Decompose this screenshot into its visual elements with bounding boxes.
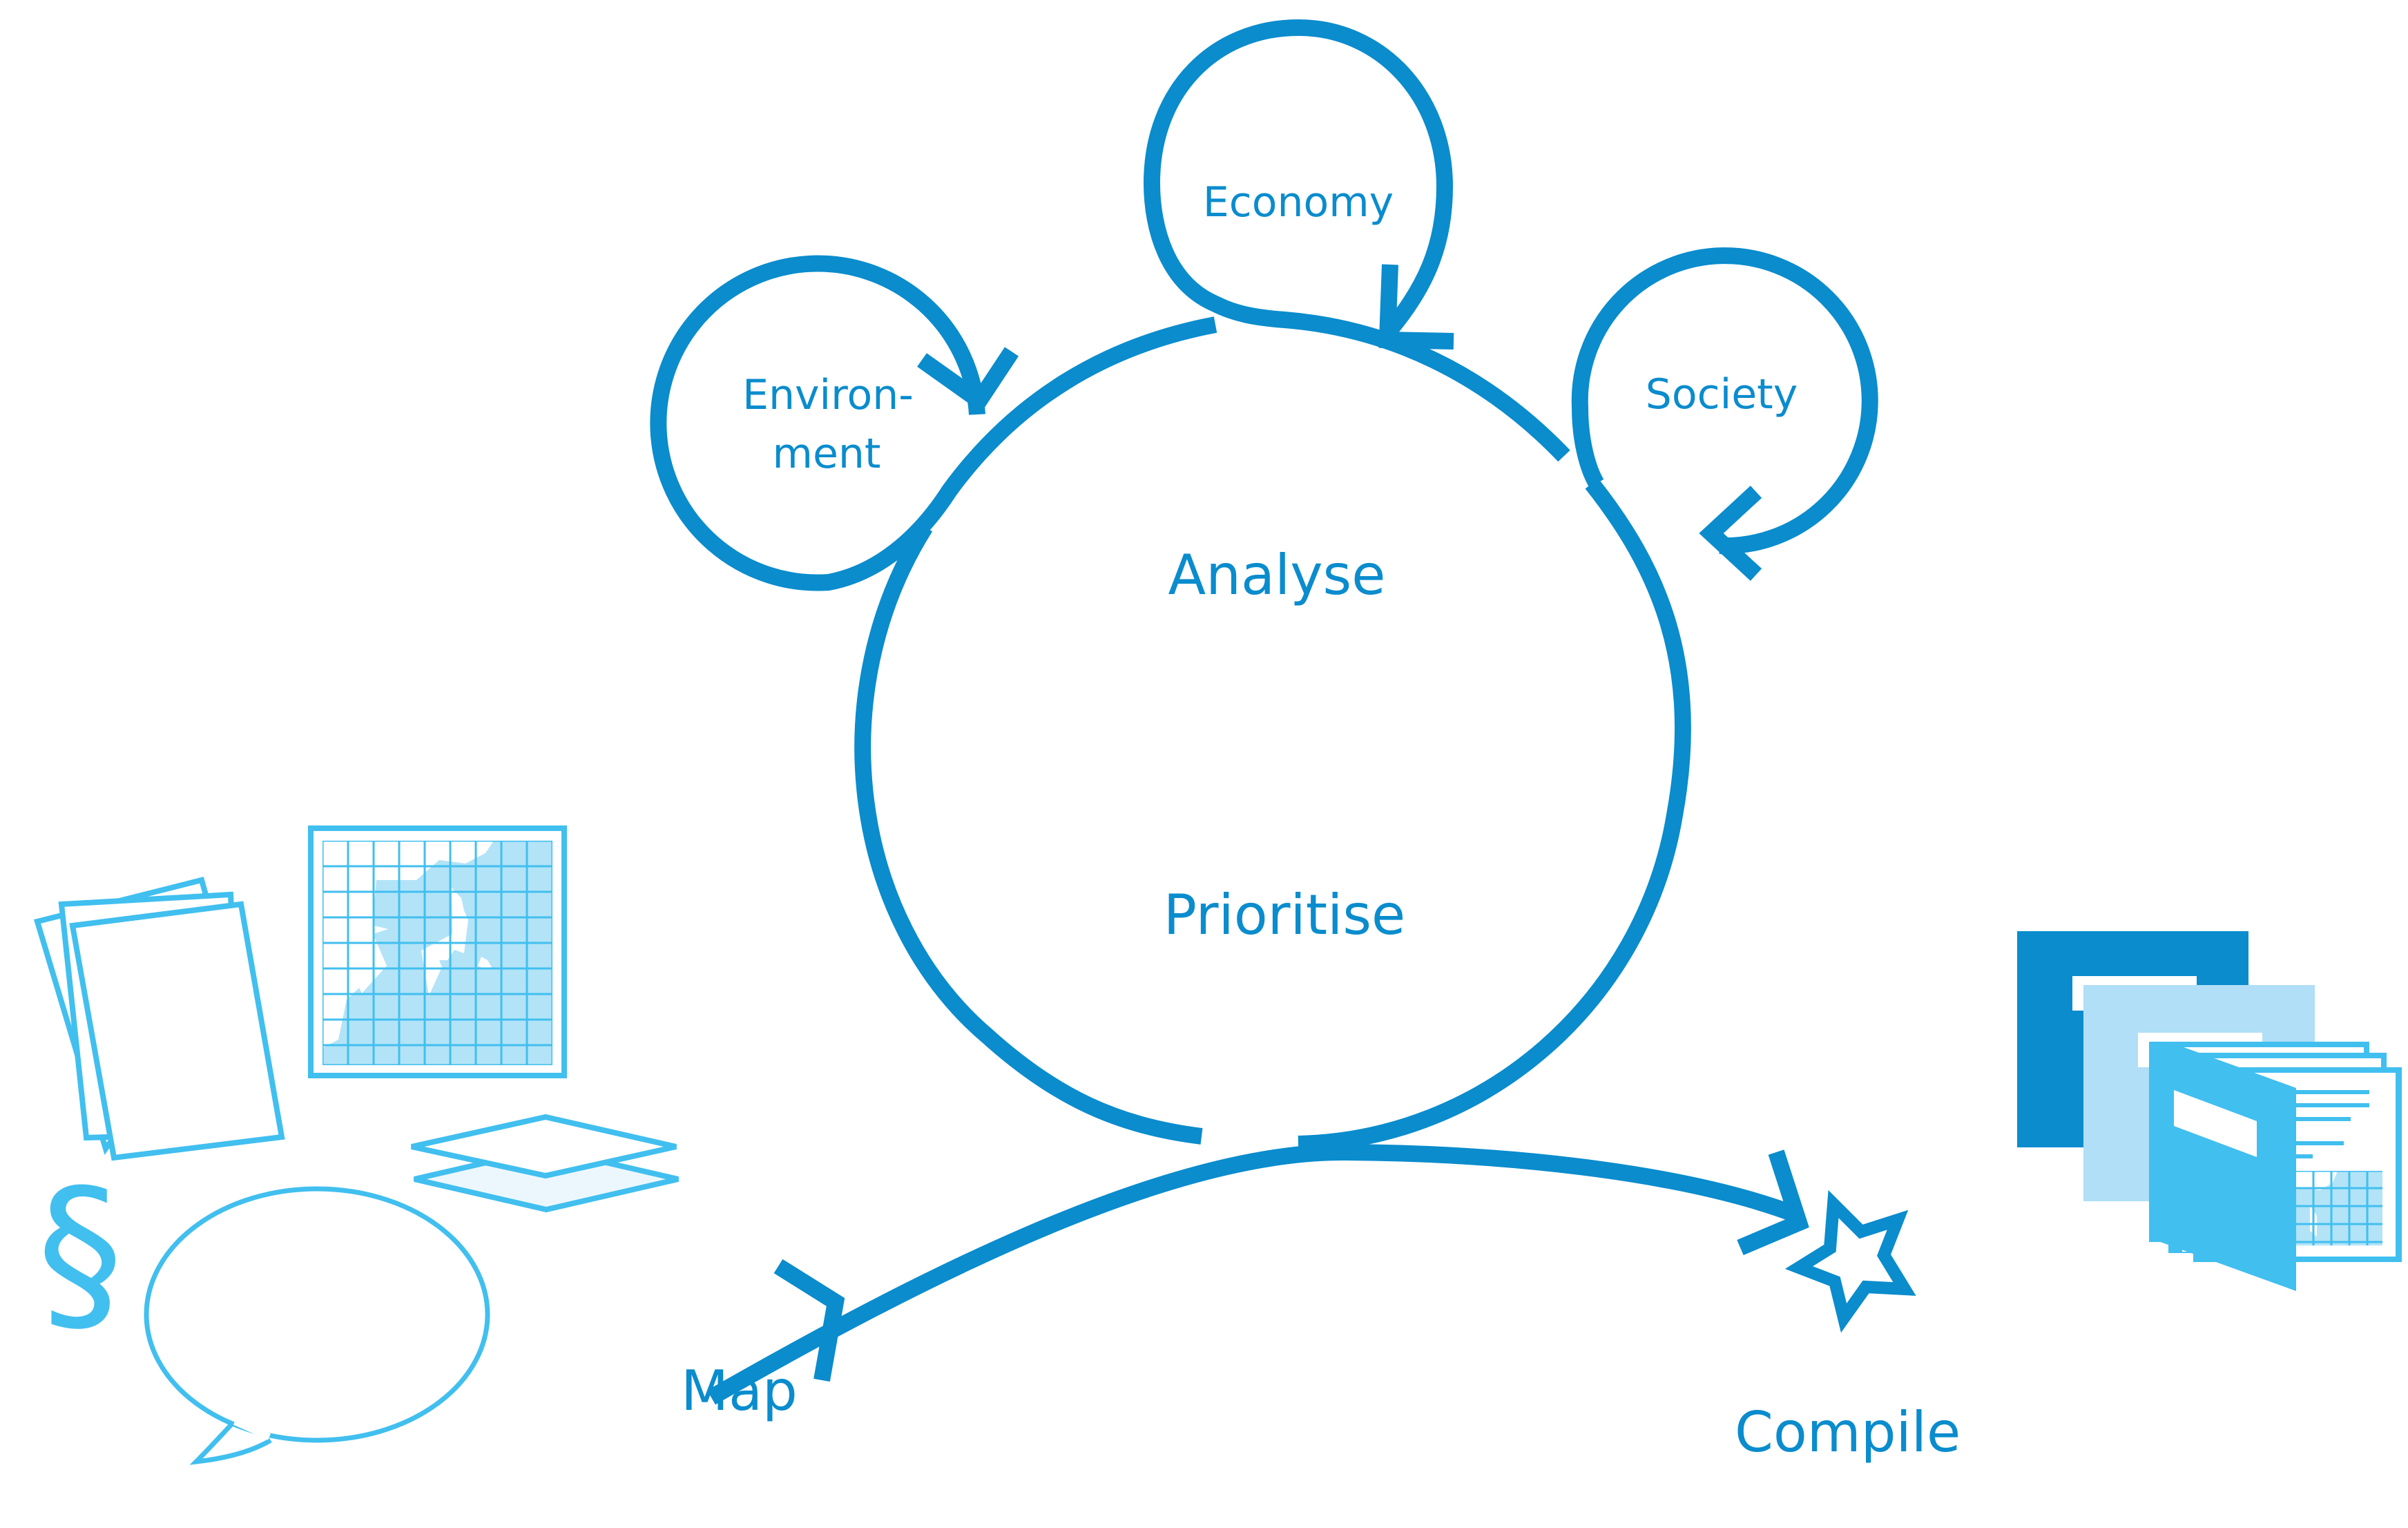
economy-arrow-head [1378,264,1454,350]
society-label: Society [1646,370,1798,419]
mini-map-icon [2296,1171,2382,1245]
open-report [2149,1042,2402,1291]
main-circle-left-arc [854,522,1203,1145]
environment-label-line2: ment [773,430,881,478]
society-loop [1571,247,1878,555]
map-label: Map [681,1359,798,1423]
society-arrow-head [1699,486,1762,581]
paragraph-icon: § [37,1152,124,1353]
economy-label: Economy [1203,178,1394,227]
speech-bubble-icon [144,1186,490,1465]
main-circle-right-arc [1298,478,1692,1152]
star-icon [1784,1190,1916,1333]
environment-arrow-head [917,347,1019,412]
report-stack-icon [2017,931,2402,1291]
analyse-label: Analyse [1168,543,1386,607]
environment-loop [650,255,1217,591]
prioritise-label: Prioritise [1164,883,1406,947]
document-stack-icon [33,877,285,1161]
environment-label-line1: Environ- [742,371,914,419]
map-grid-lines [322,841,552,1065]
map-grid-icon [308,825,567,1078]
compile-arrow-head [1737,1149,1809,1256]
map-arrow-head [773,1259,845,1382]
compile-label: Compile [1735,1400,1961,1464]
economy-loop [1143,19,1570,462]
layers-icon [411,1114,679,1213]
flow-arc [707,1143,1802,1405]
main-cycle [650,19,1878,1405]
